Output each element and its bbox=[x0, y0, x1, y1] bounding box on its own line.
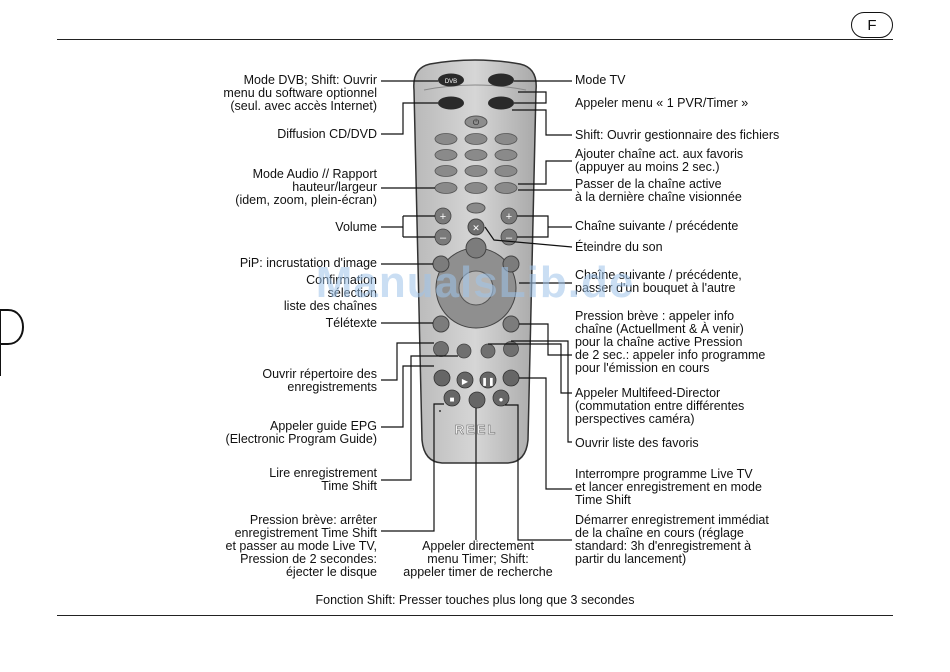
tv-key bbox=[488, 73, 514, 87]
svg-text:■: ■ bbox=[450, 395, 455, 404]
label-channel: Chaîne suivante / précédente bbox=[575, 219, 739, 233]
label-cd-dvd: Diffusion CD/DVD bbox=[277, 127, 377, 141]
label-multifeed: Appeler Multifeed-Director(commutation e… bbox=[575, 386, 745, 426]
num-key bbox=[494, 133, 518, 145]
svg-text:–: – bbox=[506, 232, 513, 244]
label-pvr-menu: Appeler menu « 1 PVR/Timer » bbox=[575, 96, 749, 110]
ok-key bbox=[458, 270, 494, 306]
label-bouquet: Chaîne suivante / précédente,passer d'un… bbox=[575, 268, 742, 295]
label-mute: Éteindre du son bbox=[575, 240, 663, 254]
footer-note: Fonction Shift: Presser touches plus lon… bbox=[315, 593, 635, 607]
live-pause-key bbox=[502, 369, 520, 387]
svg-text:▶: ▶ bbox=[462, 377, 469, 386]
svg-text:⏻: ⏻ bbox=[473, 118, 480, 127]
cd-key bbox=[438, 96, 464, 110]
num-key bbox=[494, 165, 518, 177]
power-key bbox=[464, 115, 488, 129]
label-teletext: Télétexte bbox=[325, 316, 377, 330]
label-epg: Appeler guide EPG(Electronic Program Gui… bbox=[225, 419, 377, 446]
record-key bbox=[492, 389, 510, 407]
label-add-favorite: Ajouter chaîne act. aux favoris(appuyer … bbox=[575, 147, 744, 174]
mute-key bbox=[467, 218, 485, 236]
num-key bbox=[434, 133, 458, 145]
pip-key bbox=[432, 255, 450, 273]
label-favorites-list: Ouvrir liste des favoris bbox=[575, 436, 699, 450]
leader-lines bbox=[381, 80, 573, 541]
last-channel-key bbox=[494, 182, 518, 194]
remote-brand: REEL bbox=[455, 422, 498, 437]
svg-text:+: + bbox=[440, 211, 446, 223]
num-key bbox=[464, 133, 488, 145]
label-pip: PiP: incrustation d'image bbox=[239, 256, 377, 270]
svg-text:●: ● bbox=[499, 395, 504, 404]
side-letter-mark: P bbox=[0, 309, 24, 376]
pvr-key bbox=[488, 96, 514, 110]
multifeed-key bbox=[480, 343, 496, 359]
dvb-key bbox=[438, 73, 464, 87]
play-key bbox=[456, 371, 474, 389]
language-badge: F bbox=[851, 12, 893, 38]
audio-key bbox=[434, 182, 458, 194]
stop-key bbox=[443, 389, 461, 407]
color-key bbox=[456, 343, 472, 359]
teletext-key bbox=[432, 315, 450, 333]
label-file-manager: Shift: Ouvrir gestionnaire des fichiers bbox=[575, 128, 780, 142]
num-key bbox=[494, 149, 518, 161]
dvb-key-label: DVB bbox=[445, 79, 457, 85]
svg-text:❚❚: ❚❚ bbox=[481, 377, 494, 386]
num-key bbox=[434, 149, 458, 161]
num-key bbox=[464, 182, 488, 194]
num-key bbox=[464, 165, 488, 177]
epg-key bbox=[433, 369, 451, 387]
rec-dir-key bbox=[433, 341, 449, 357]
svg-text:–: – bbox=[440, 232, 447, 244]
label-volume: Volume bbox=[335, 220, 377, 234]
bottom-rule bbox=[57, 615, 893, 616]
num-key bbox=[464, 149, 488, 161]
pause-key bbox=[479, 371, 497, 389]
svg-text:✕: ✕ bbox=[472, 223, 480, 233]
num-key bbox=[434, 165, 458, 177]
top-rule bbox=[57, 39, 893, 40]
timer-key bbox=[468, 391, 486, 409]
info-key bbox=[502, 315, 520, 333]
svg-text:+: + bbox=[506, 211, 512, 223]
label-tv-mode: Mode TV bbox=[575, 73, 626, 87]
